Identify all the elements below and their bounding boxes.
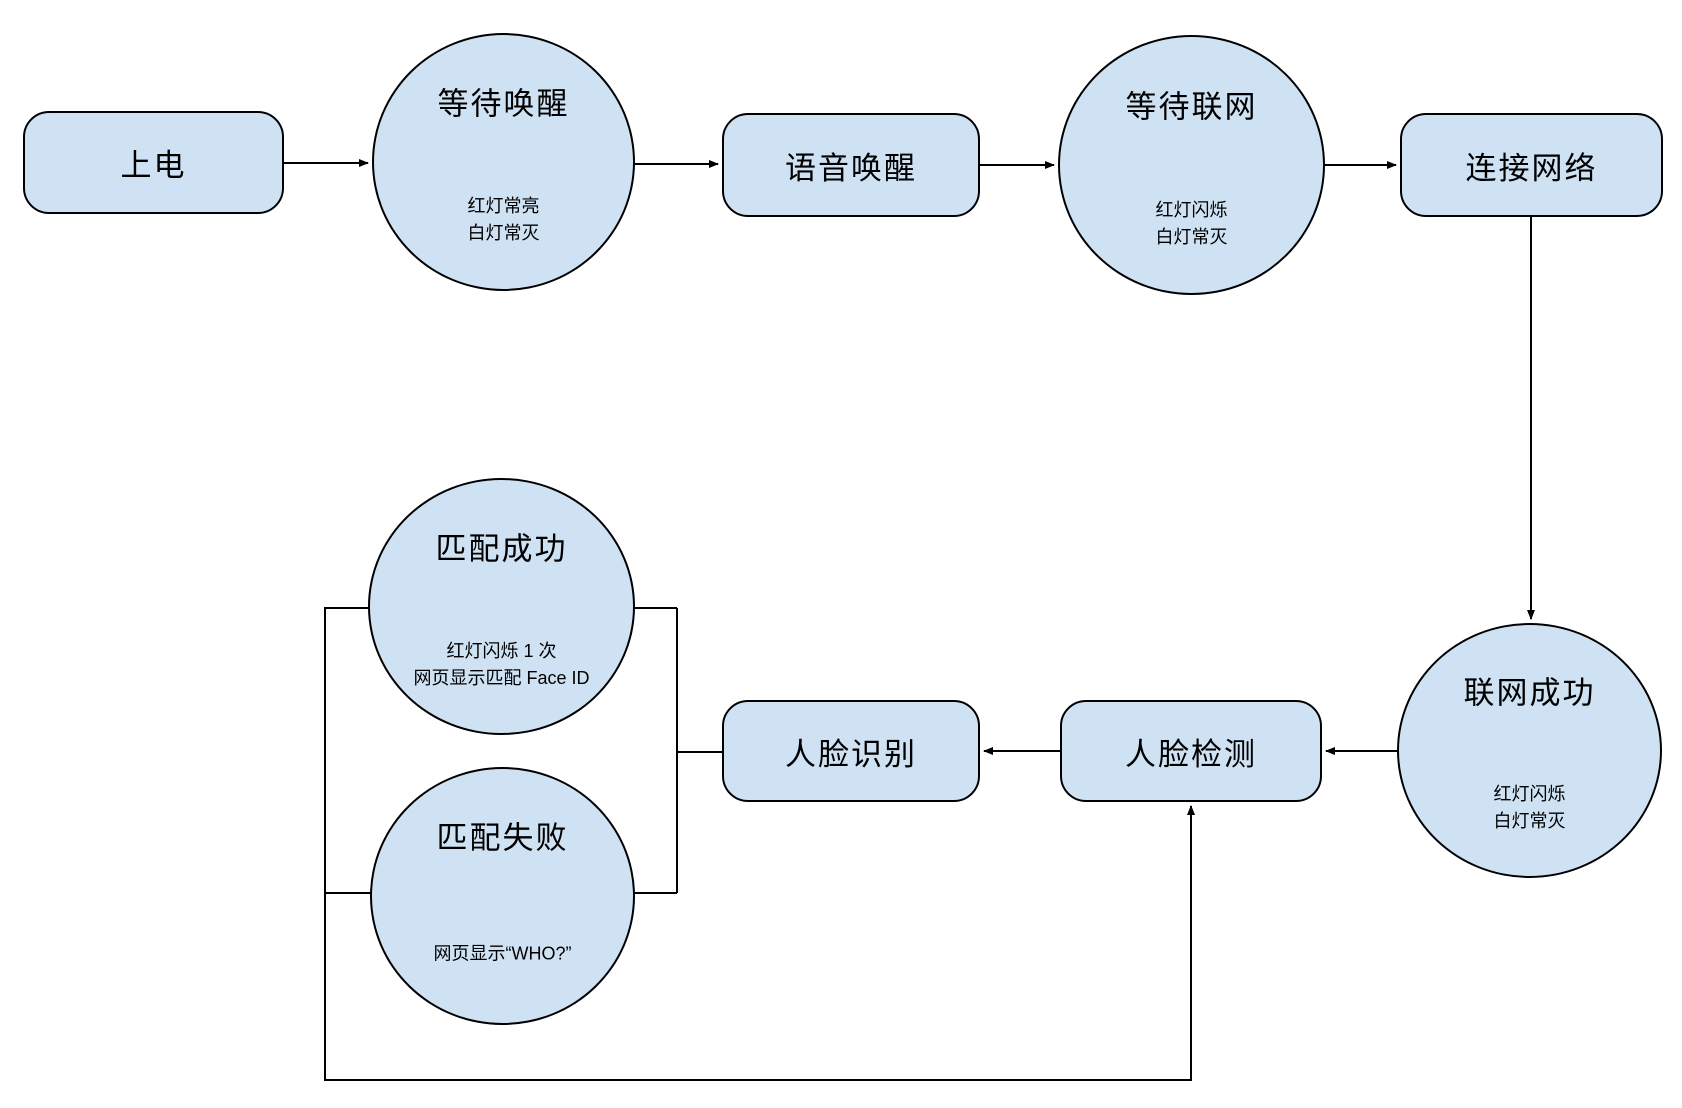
power-on-label: 上电 <box>120 148 187 183</box>
node-connect-network: 连接网络 <box>1400 113 1663 217</box>
bracket-facerecognize-to-matches <box>635 607 722 894</box>
node-voice-wake: 语音唤醒 <box>722 113 980 217</box>
node-match-fail: 匹配失败 网页显示“WHO?” <box>370 767 635 1025</box>
match-fail-sublabel: 网页显示“WHO?” <box>433 943 572 964</box>
connect-network-label: 连接网络 <box>1465 150 1598 186</box>
match-fail-label: 匹配失败 <box>436 820 569 856</box>
node-wait-wake: 等待唤醒 红灯常亮 白灯常灭 <box>372 33 635 291</box>
network-success-sublabel: 红灯闪烁 白灯常灭 <box>1493 784 1566 832</box>
node-face-detect: 人脸检测 <box>1060 700 1322 802</box>
wait-network-sublabel: 红灯闪烁 白灯常灭 <box>1155 199 1228 247</box>
wait-network-label: 等待联网 <box>1125 89 1258 125</box>
wait-wake-sublabel: 红灯常亮 白灯常灭 <box>467 196 540 244</box>
match-success-sublabel: 红灯闪烁 1 次 网页显示匹配 Face ID <box>413 640 590 688</box>
node-face-recognize: 人脸识别 <box>722 700 980 802</box>
loop-match-to-facedetect <box>324 607 1195 1081</box>
face-recognize-label: 人脸识别 <box>785 736 917 772</box>
node-match-success: 匹配成功 红灯闪烁 1 次 网页显示匹配 Face ID <box>368 478 635 735</box>
voice-wake-label: 语音唤醒 <box>785 150 917 186</box>
node-power-on: 上电 <box>23 111 284 214</box>
match-success-label: 匹配成功 <box>435 531 568 567</box>
face-detect-label: 人脸检测 <box>1125 736 1257 772</box>
wait-wake-label: 等待唤醒 <box>437 86 570 122</box>
node-network-success: 联网成功 红灯闪烁 白灯常灭 <box>1397 623 1662 878</box>
network-success-label: 联网成功 <box>1463 675 1596 711</box>
node-wait-network: 等待联网 红灯闪烁 白灯常灭 <box>1058 35 1325 295</box>
